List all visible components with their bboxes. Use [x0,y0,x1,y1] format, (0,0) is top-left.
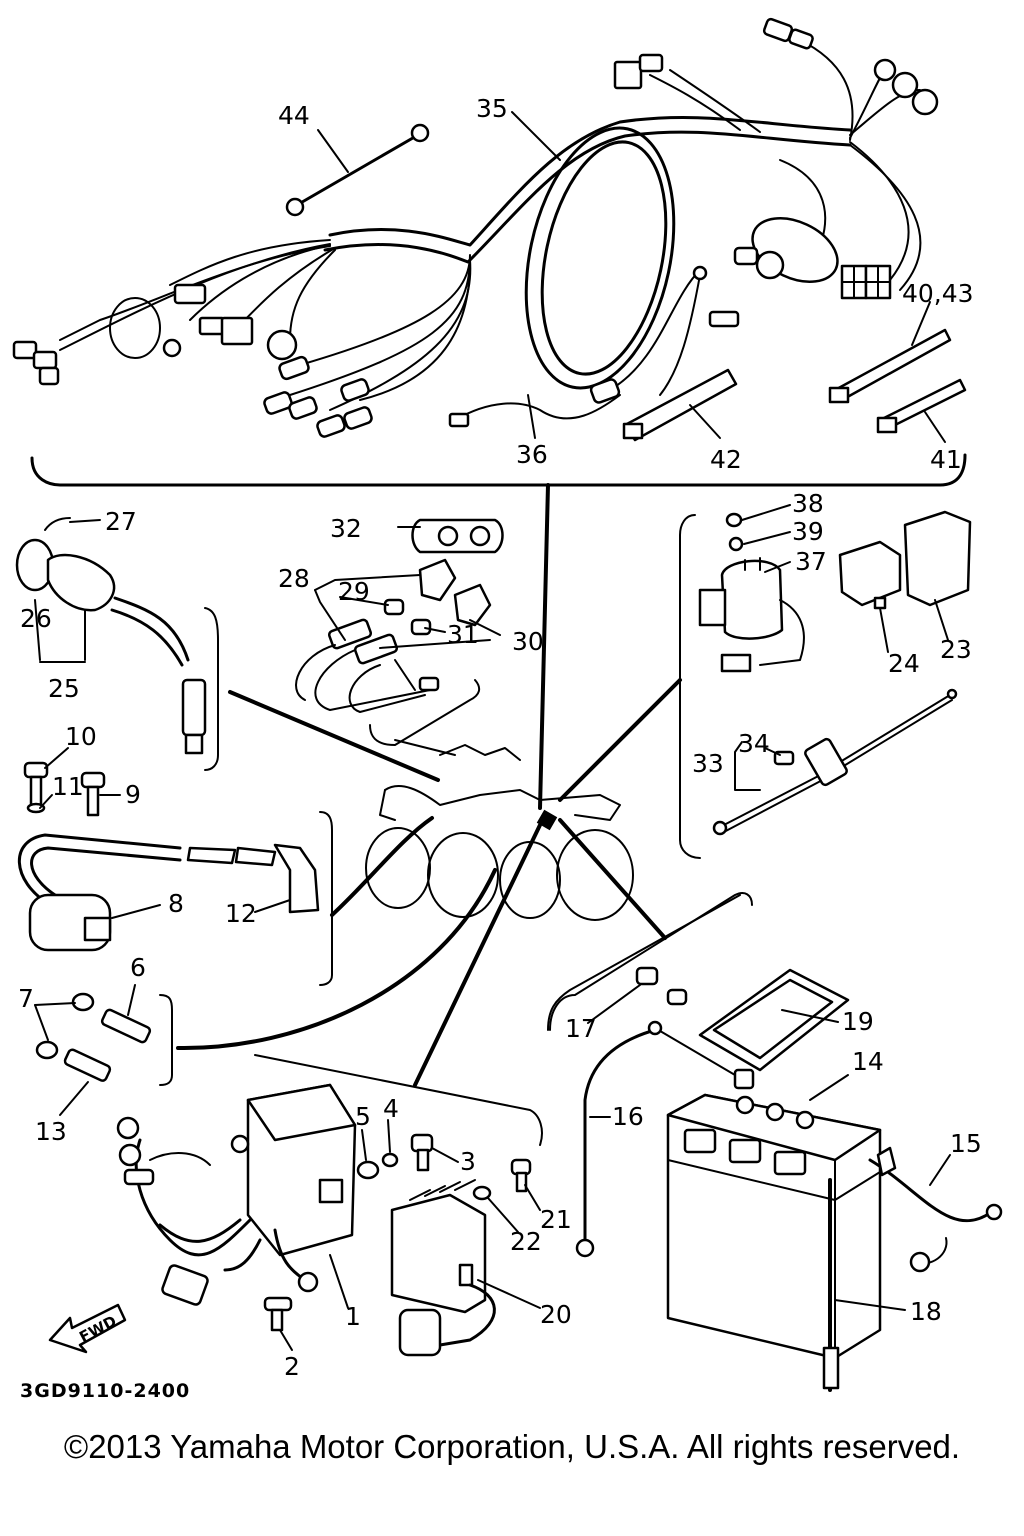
label-2: 2 [284,1352,300,1381]
copyright-notice: ©2013 Yamaha Motor Corporation, U.S.A. A… [63,1428,961,1465]
label-7: 7 [18,984,34,1013]
label-37: 37 [795,547,827,576]
label-21: 21 [540,1205,572,1234]
brake-switch [712,688,958,836]
label-22: 22 [510,1227,542,1256]
label-1: 1 [345,1302,361,1331]
label-15: 15 [950,1129,982,1158]
relays [679,510,972,859]
label-27: 27 [105,507,137,536]
label-30: 30 [512,627,544,656]
harness-bracket [30,453,967,487]
label-34: 34 [738,729,770,758]
label-24: 24 [888,649,920,678]
label-40-43: 40,43 [902,279,974,308]
label-25: 25 [48,674,80,703]
label-28: 28 [278,564,310,593]
part-number-labels: 44 35 40,43 36 42 41 27 26 25 32 28 29 3… [18,94,982,1381]
label-3: 3 [460,1147,476,1176]
label-23: 23 [940,635,972,664]
label-14: 14 [852,1047,884,1076]
label-5: 5 [355,1102,371,1131]
sensors [35,992,173,1086]
label-36: 36 [516,440,548,469]
label-4: 4 [383,1094,399,1123]
label-20: 20 [540,1300,572,1329]
label-33: 33 [692,749,724,778]
diagram-code: 3GD9110-2400 [20,1380,190,1402]
label-9: 9 [125,780,141,809]
label-19: 19 [842,1007,874,1036]
label-26: 26 [20,604,52,633]
label-29: 29 [338,577,370,606]
label-41: 41 [930,445,962,474]
battery-assembly [549,892,1003,1392]
label-44: 44 [278,101,310,130]
fasteners-3-5 [356,1133,434,1180]
label-12: 12 [225,899,257,928]
ignition-coil [17,811,333,986]
label-6: 6 [130,953,146,982]
label-17: 17 [565,1014,597,1043]
label-42: 42 [710,445,742,474]
ground-wire [285,123,430,217]
rectifier-regulator [390,1158,532,1357]
label-31: 31 [447,620,479,649]
callout-leaders [34,111,951,1351]
neutral-switch-cluster [295,518,504,746]
label-35: 35 [476,94,508,123]
cable-ties [622,328,967,442]
cdi-unit [116,1083,357,1332]
label-10: 10 [65,722,97,751]
label-8: 8 [168,889,184,918]
label-18: 18 [910,1297,942,1326]
connector-plug [12,340,38,360]
spark-plug-cap [15,517,219,771]
label-38: 38 [792,489,824,518]
label-13: 13 [35,1117,67,1146]
vehicle-outline [176,483,741,1146]
label-32: 32 [330,514,362,543]
label-16: 16 [612,1102,644,1131]
bolts-9-11 [23,761,106,817]
lead-wire-36 [448,394,621,428]
fwd-arrow [48,1303,127,1354]
label-11: 11 [52,772,84,801]
label-39: 39 [792,517,824,546]
wire-harness [12,17,939,438]
